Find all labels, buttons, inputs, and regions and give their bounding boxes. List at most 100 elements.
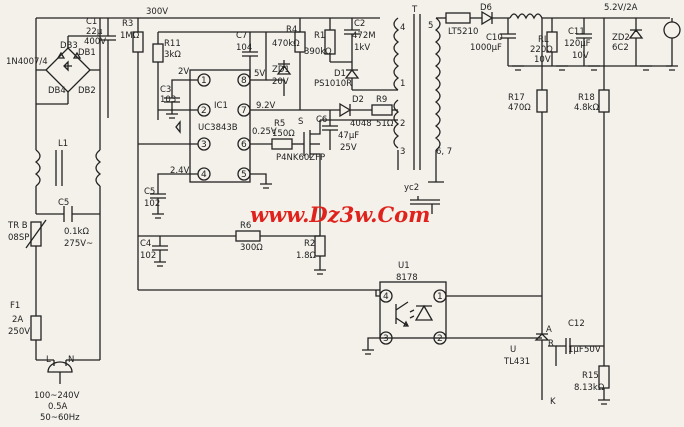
capacitor-c6 xyxy=(322,110,338,150)
c1-label: C1 xyxy=(86,17,97,27)
r3-label: R3 xyxy=(122,19,133,29)
r11-label: R11 xyxy=(164,39,181,49)
u1-part: 8178 xyxy=(396,273,418,283)
c1-voltage: 400V xyxy=(84,37,106,47)
v300-label: 300V xyxy=(146,7,168,17)
t-pin-5: 5 xyxy=(428,21,433,31)
zd1-label: ZD1 xyxy=(272,65,290,75)
c3-label: C3 xyxy=(160,85,171,95)
capacitor-c2 xyxy=(344,18,360,62)
c11-voltage: 10V xyxy=(572,51,589,61)
output-terminal-icon xyxy=(663,21,681,39)
zener-zd1 xyxy=(266,60,292,96)
c12-voltage: 50V xyxy=(584,345,601,355)
u1-pin-4: 4 xyxy=(383,292,389,302)
r2-label: R2 xyxy=(304,239,315,249)
d1-label: D1 xyxy=(334,69,346,79)
pin8-voltage: 5V xyxy=(254,69,265,79)
r5-label: R5 xyxy=(274,119,285,129)
capacitor-c11 xyxy=(576,18,592,66)
u-label: U xyxy=(510,345,516,355)
feedback-section: 4 1 3 2 U1 8178 U TL431 A R K C12 1μF 50… xyxy=(362,261,610,407)
c4-label: C4 xyxy=(140,239,151,249)
ac-input-frequency: 50~60Hz xyxy=(40,413,80,423)
watermark-text: www.Dz3w.Com xyxy=(250,202,430,227)
zd1-value: 20V xyxy=(272,77,289,87)
f1-label: F1 xyxy=(10,301,20,311)
r1-label: R1 xyxy=(314,31,325,41)
q1-part: P4NK60ZFP xyxy=(276,153,325,163)
capacitor-yc2 xyxy=(410,196,440,214)
tl431-k-label: K xyxy=(550,397,556,407)
trb-label: TR B xyxy=(7,221,28,231)
d6-label: D6 xyxy=(480,3,492,13)
u1-pin-2: 2 xyxy=(437,334,443,344)
t-pin-67: 6, 7 xyxy=(436,147,452,157)
c2-value: 472M xyxy=(352,31,376,41)
ic-pin-8: 8 xyxy=(241,76,247,86)
capacitor-c5 xyxy=(150,190,166,219)
r6-value: 300Ω xyxy=(240,243,263,253)
ac-input-voltage: 100~240V xyxy=(34,391,80,401)
pin6-voltage: 0.25V xyxy=(252,127,277,137)
db-part-label: 1N4007/4 xyxy=(6,57,48,67)
resistor-r18 xyxy=(598,89,610,366)
db1-label: DB1 xyxy=(78,48,96,58)
yc2-label: yc2 xyxy=(404,183,419,193)
r3-value: 1MΩ xyxy=(120,31,140,41)
r17-label: R17 xyxy=(508,93,525,103)
r2-value: 1.8Ω xyxy=(296,251,317,261)
u1-label: U1 xyxy=(398,261,410,271)
pin4-voltage: 2.4V xyxy=(170,166,190,176)
c11-value: 120μF xyxy=(564,39,591,49)
u1-pin-3: 3 xyxy=(383,334,389,344)
tl431-a-label: A xyxy=(546,325,552,335)
ic1-label: IC1 xyxy=(214,101,228,111)
c5-x-value: 0.1kΩ xyxy=(64,227,89,237)
controller-section: R3 1MΩ 300V R11 3kΩ C7 104 xyxy=(120,7,398,291)
capacitor-c1 xyxy=(100,18,116,118)
rl-label: RL xyxy=(538,35,549,45)
d2-label: D2 xyxy=(352,95,364,105)
r18-label: R18 xyxy=(578,93,595,103)
trb-value: 08SP xyxy=(8,233,29,243)
capacitor-c3 xyxy=(164,92,180,119)
s-label: S xyxy=(298,117,303,127)
d2-part: 4048 xyxy=(350,119,372,129)
c11-label: C11 xyxy=(568,27,585,37)
r1-value: 390kΩ xyxy=(304,47,332,57)
inductor-l1 xyxy=(34,118,102,214)
c2-label: C2 xyxy=(354,19,365,29)
plug-l-label: L xyxy=(46,355,51,365)
capacitor-c7 xyxy=(200,31,300,78)
r9-value: 51Ω xyxy=(376,119,394,129)
r5-value: 150Ω xyxy=(272,129,295,139)
lt-label: LT5210 xyxy=(448,27,478,37)
c10-label: C10 xyxy=(486,33,503,43)
u-part: TL431 xyxy=(503,357,530,367)
resistor-r6 xyxy=(235,230,320,242)
f1-voltage: 250V xyxy=(8,327,30,337)
ic-pin-2: 2 xyxy=(201,106,207,116)
l1-label: L1 xyxy=(58,139,68,149)
r11-value: 3kΩ xyxy=(164,50,181,60)
resistor-r9 xyxy=(360,104,398,116)
ac-plug xyxy=(36,359,100,384)
t-pin-3: 3 xyxy=(400,147,405,157)
t-pin-4: 4 xyxy=(400,23,405,33)
zener-zd2 xyxy=(628,18,644,66)
fuse-f1 xyxy=(30,315,42,360)
c12-label: C12 xyxy=(568,319,585,329)
ic-pin-3: 3 xyxy=(201,140,207,150)
resistor-r15 xyxy=(598,365,610,405)
r9-label: R9 xyxy=(376,95,387,105)
optocoupler-u1 xyxy=(379,281,447,339)
capacitor-c12 xyxy=(556,338,604,354)
ic-pin-1: 1 xyxy=(201,76,207,86)
r4-value: 470kΩ xyxy=(272,39,300,49)
transformer-t xyxy=(393,14,444,183)
diode-d6 xyxy=(481,10,510,26)
r4-label: R4 xyxy=(286,25,297,35)
r15-value: 8.13kΩ xyxy=(574,383,605,393)
mosfet-q1 xyxy=(303,120,321,170)
